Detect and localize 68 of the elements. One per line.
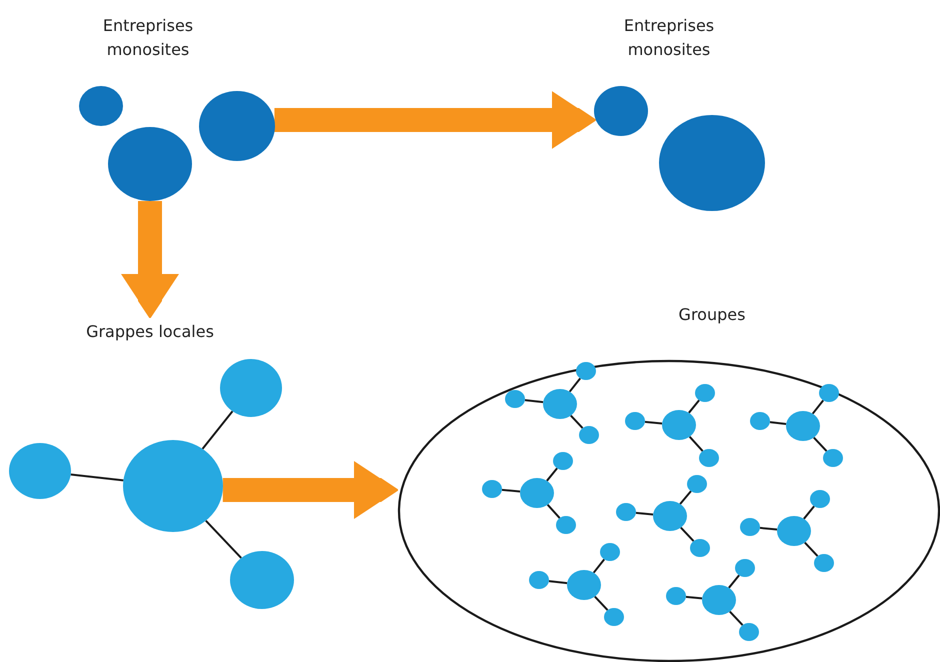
company-circle bbox=[79, 86, 123, 126]
company-circle bbox=[690, 539, 710, 557]
connector-line bbox=[205, 520, 242, 559]
connector-line bbox=[70, 473, 124, 482]
company-circle bbox=[529, 571, 549, 589]
company-circle bbox=[604, 608, 624, 626]
connector-line bbox=[688, 400, 700, 414]
connector-line bbox=[570, 414, 584, 429]
company-circle bbox=[823, 449, 843, 467]
connector-line bbox=[686, 596, 702, 600]
company-circle bbox=[576, 362, 596, 380]
company-circle bbox=[556, 516, 576, 534]
connector-line bbox=[812, 400, 824, 414]
company-circle bbox=[579, 426, 599, 444]
block-arrow bbox=[274, 91, 596, 149]
company-circle bbox=[814, 554, 834, 572]
company-circle bbox=[616, 503, 636, 521]
company-circle bbox=[666, 587, 686, 605]
cluster-heading: Entreprises monosites bbox=[102, 15, 194, 61]
connector-line bbox=[546, 468, 558, 482]
company-circle bbox=[735, 559, 755, 577]
company-circle bbox=[786, 411, 820, 441]
company-circle bbox=[699, 449, 719, 467]
block-arrow bbox=[222, 461, 398, 519]
company-circle bbox=[543, 389, 577, 419]
company-circle bbox=[505, 390, 525, 408]
connector-line bbox=[770, 421, 786, 426]
connector-line bbox=[568, 378, 581, 392]
block-arrow bbox=[121, 201, 179, 318]
connector-line bbox=[813, 436, 828, 452]
connector-line bbox=[644, 420, 662, 424]
connector-line bbox=[524, 399, 544, 404]
connector-line bbox=[592, 558, 605, 574]
company-circle bbox=[520, 478, 554, 508]
connector-line bbox=[202, 410, 234, 450]
connector-line bbox=[688, 436, 704, 452]
cluster-heading: Grappes locales bbox=[85, 321, 215, 343]
company-circle bbox=[553, 452, 573, 470]
connector-line bbox=[636, 512, 654, 516]
connector-line bbox=[729, 610, 744, 626]
company-circle bbox=[695, 384, 715, 402]
company-circle bbox=[740, 518, 760, 536]
connector-line bbox=[728, 574, 740, 588]
company-circle bbox=[594, 86, 648, 136]
connector-line bbox=[548, 580, 568, 584]
connector-line bbox=[760, 526, 778, 530]
company-circle bbox=[810, 490, 830, 508]
connector-line bbox=[804, 542, 818, 557]
company-circle bbox=[567, 570, 601, 600]
company-circle bbox=[600, 543, 620, 561]
company-circle bbox=[702, 585, 736, 615]
cluster-heading: Groupes bbox=[678, 304, 746, 326]
connector-line bbox=[502, 488, 520, 492]
company-circle bbox=[777, 516, 811, 546]
connector-line bbox=[546, 504, 560, 519]
connector-line bbox=[680, 526, 694, 542]
company-circle bbox=[739, 623, 759, 641]
connector-line bbox=[803, 506, 815, 520]
company-circle bbox=[482, 480, 502, 498]
company-circle bbox=[625, 412, 645, 430]
connector-line bbox=[594, 596, 608, 611]
company-circle bbox=[662, 410, 696, 440]
company-circle bbox=[819, 384, 839, 402]
company-circle bbox=[687, 475, 707, 493]
connector-line bbox=[679, 490, 692, 505]
company-circle bbox=[750, 412, 770, 430]
company-circle bbox=[653, 501, 687, 531]
cluster-heading: Entreprises monosites bbox=[622, 15, 716, 61]
